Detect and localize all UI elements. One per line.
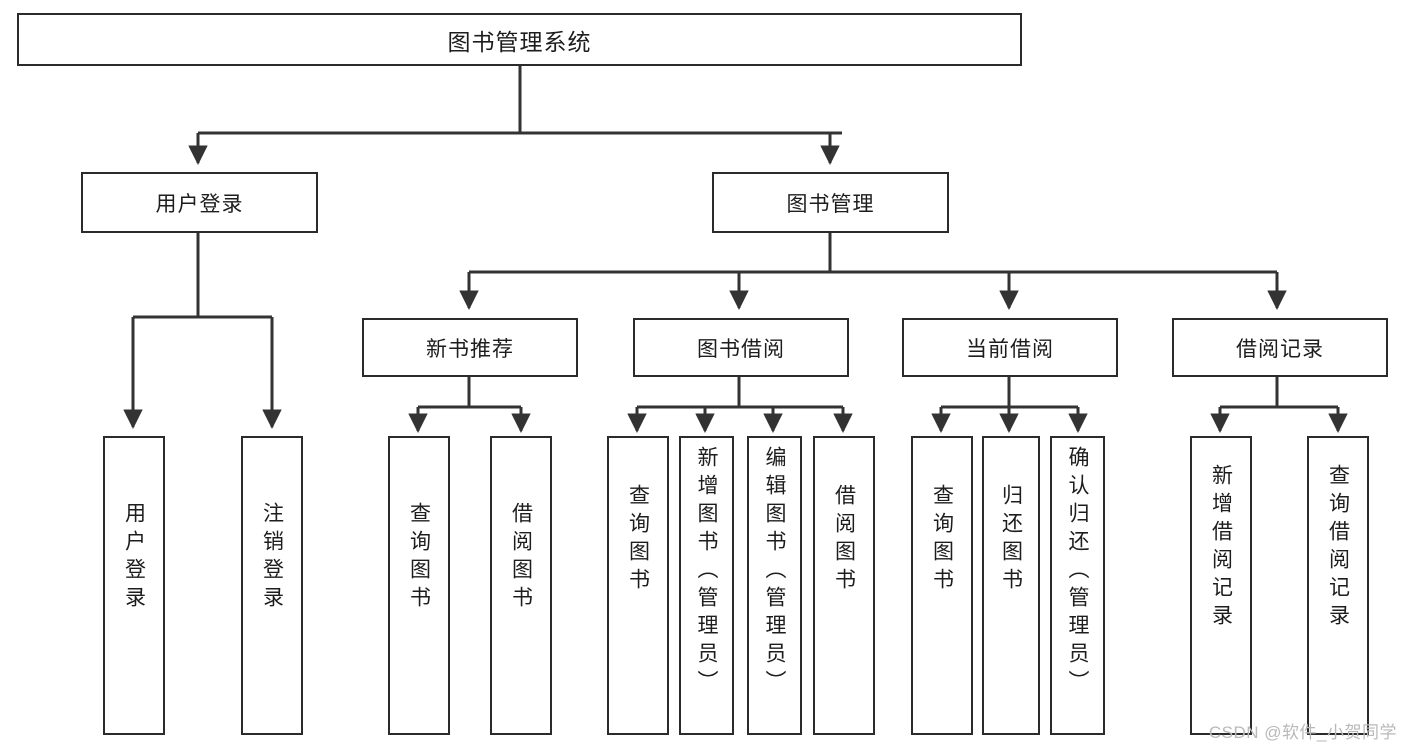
node-current-borrow[interactable]: 当前借阅 xyxy=(902,318,1118,377)
leaf-recommend-query-book[interactable]: 查询图书 xyxy=(388,436,450,735)
leaf-user-login-logout[interactable]: 注销登录 xyxy=(241,436,303,735)
node-label: 图书管理系统 xyxy=(447,28,592,55)
leaf-user-login-login[interactable]: 用户登录 xyxy=(103,436,165,735)
node-root-system[interactable]: 图书管理系统 xyxy=(17,13,1022,66)
leaf-records-add-record[interactable]: 新增借阅记录 xyxy=(1190,436,1252,735)
node-label: 借阅记录 xyxy=(1236,337,1324,361)
node-label: 当前借阅 xyxy=(966,337,1054,361)
node-label: 用户登录 xyxy=(122,502,146,614)
node-new-book-recommend[interactable]: 新书推荐 xyxy=(362,318,578,377)
node-book-borrow[interactable]: 图书借阅 xyxy=(633,318,849,377)
leaf-current-return-book[interactable]: 归还图书 xyxy=(982,436,1040,735)
node-label: 借阅图书 xyxy=(832,484,856,596)
node-label: 查询图书 xyxy=(626,484,650,596)
node-label: 编辑图书（管理员） xyxy=(763,446,786,698)
node-label: 图书借阅 xyxy=(697,337,785,361)
node-label: 借阅图书 xyxy=(509,502,533,614)
node-label: 确认归还（管理员） xyxy=(1066,446,1089,698)
leaf-borrow-query-book[interactable]: 查询图书 xyxy=(607,436,669,735)
node-label: 用户登录 xyxy=(155,192,244,216)
node-borrow-records[interactable]: 借阅记录 xyxy=(1172,318,1388,377)
node-label: 注销登录 xyxy=(260,502,284,614)
leaf-current-query-book[interactable]: 查询图书 xyxy=(911,436,973,735)
node-label: 查询图书 xyxy=(407,502,431,614)
node-label: 新增图书（管理员） xyxy=(695,446,718,698)
node-user-login[interactable]: 用户登录 xyxy=(81,172,318,233)
node-book-management[interactable]: 图书管理 xyxy=(712,172,949,233)
watermark: CSDN @软件_小贺同学 xyxy=(1208,723,1397,742)
leaf-borrow-add-book-admin[interactable]: 新增图书（管理员） xyxy=(679,436,734,735)
leaf-borrow-edit-book-admin[interactable]: 编辑图书（管理员） xyxy=(747,436,802,735)
node-label: 查询借阅记录 xyxy=(1326,464,1350,632)
node-label: 图书管理 xyxy=(786,192,875,216)
node-label: 查询图书 xyxy=(930,484,954,596)
leaf-borrow-borrow-book[interactable]: 借阅图书 xyxy=(813,436,875,735)
leaf-recommend-borrow-book[interactable]: 借阅图书 xyxy=(490,436,552,735)
node-label: 归还图书 xyxy=(999,484,1023,596)
node-label: 新书推荐 xyxy=(426,337,514,361)
leaf-current-confirm-return-admin[interactable]: 确认归还（管理员） xyxy=(1050,436,1105,735)
node-label: 新增借阅记录 xyxy=(1209,464,1233,632)
leaf-records-query-record[interactable]: 查询借阅记录 xyxy=(1307,436,1369,735)
